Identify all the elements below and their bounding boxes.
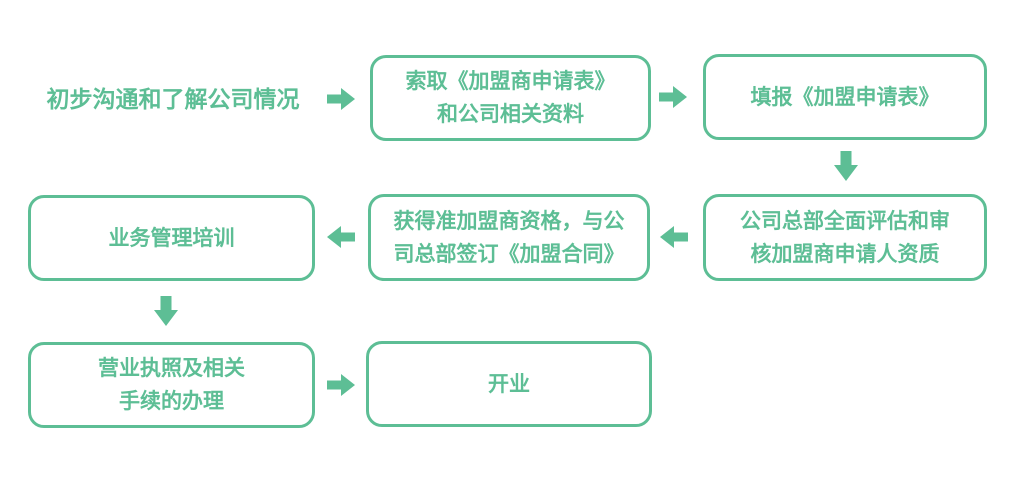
step-sign-franchise-contract: 获得准加盟商资格，与公 司总部签订《加盟合同》: [368, 194, 650, 281]
arrow-down-icon: [154, 296, 178, 326]
step-label: 公司总部全面评估和审 核加盟商申请人资质: [740, 209, 950, 266]
step-initial-communication: 初步沟通和了解公司情况: [30, 80, 316, 118]
arrow-left-icon: [327, 226, 355, 248]
step-opening: 开业: [366, 341, 652, 427]
arrow-right-icon: [327, 88, 355, 110]
step-label: 索取《加盟商申请表》 和公司相关资料: [405, 70, 616, 126]
arrow-right-icon: [327, 374, 355, 396]
step-label: 业务管理培训: [108, 226, 235, 250]
step-label: 初步沟通和了解公司情况: [46, 85, 300, 112]
step-label: 填报《加盟申请表》: [750, 85, 940, 109]
step-business-license-procedures: 营业执照及相关 手续的办理: [28, 342, 315, 428]
step-fill-application-form: 填报《加盟申请表》: [703, 54, 987, 140]
step-hq-evaluation: 公司总部全面评估和审 核加盟商申请人资质: [703, 194, 987, 281]
step-request-application-form: 索取《加盟商申请表》 和公司相关资料: [370, 55, 651, 141]
arrow-left-icon: [660, 226, 688, 248]
step-label: 获得准加盟商资格，与公 司总部签订《加盟合同》: [393, 209, 625, 266]
arrow-down-icon: [834, 151, 858, 181]
step-label: 开业: [488, 372, 530, 396]
step-label: 营业执照及相关 手续的办理: [98, 357, 245, 413]
step-business-management-training: 业务管理培训: [28, 195, 315, 281]
arrow-right-icon: [659, 86, 687, 108]
